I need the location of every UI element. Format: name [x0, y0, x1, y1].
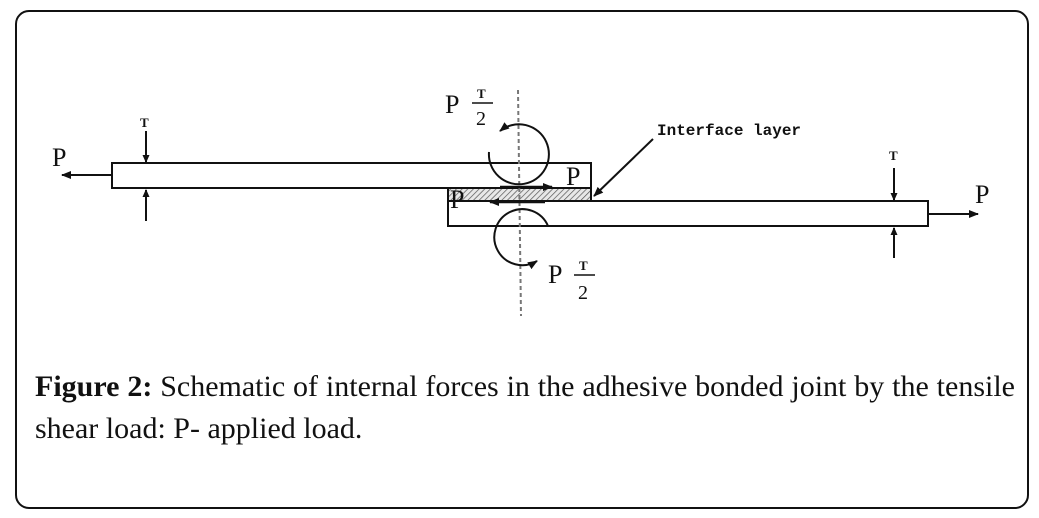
upper-moment-arc [487, 122, 550, 186]
interface-callout-arrow [593, 138, 654, 197]
upper-moment-numerator: T [477, 86, 486, 101]
left-thickness-label: T [140, 115, 149, 130]
left-load-label: P [52, 143, 66, 172]
lower-moment-numerator: T [579, 258, 588, 273]
upper-moment-denominator: 2 [476, 108, 486, 130]
lower-interface-load-label: P [450, 185, 464, 214]
figure-frame [15, 10, 1029, 509]
lower-moment-arc [493, 208, 549, 270]
lower-moment-p: P [548, 260, 562, 289]
upper-moment-p: P [445, 90, 459, 119]
interface-callout-label: Interface layer [657, 122, 801, 140]
lower-moment-denominator: 2 [578, 282, 588, 304]
figure-caption: Figure 2: Schematic of internal forces i… [35, 366, 1015, 450]
right-thickness-label: T [889, 148, 898, 163]
caption-label: Figure 2: [35, 370, 153, 403]
caption-text: Schematic of internal forces in the adhe… [35, 370, 1015, 445]
lower-moment-label: P T 2 [548, 258, 595, 304]
upper-interface-load-label: P [566, 162, 580, 191]
upper-moment-label: P T 2 [445, 86, 493, 130]
right-load-label: P [975, 180, 989, 209]
